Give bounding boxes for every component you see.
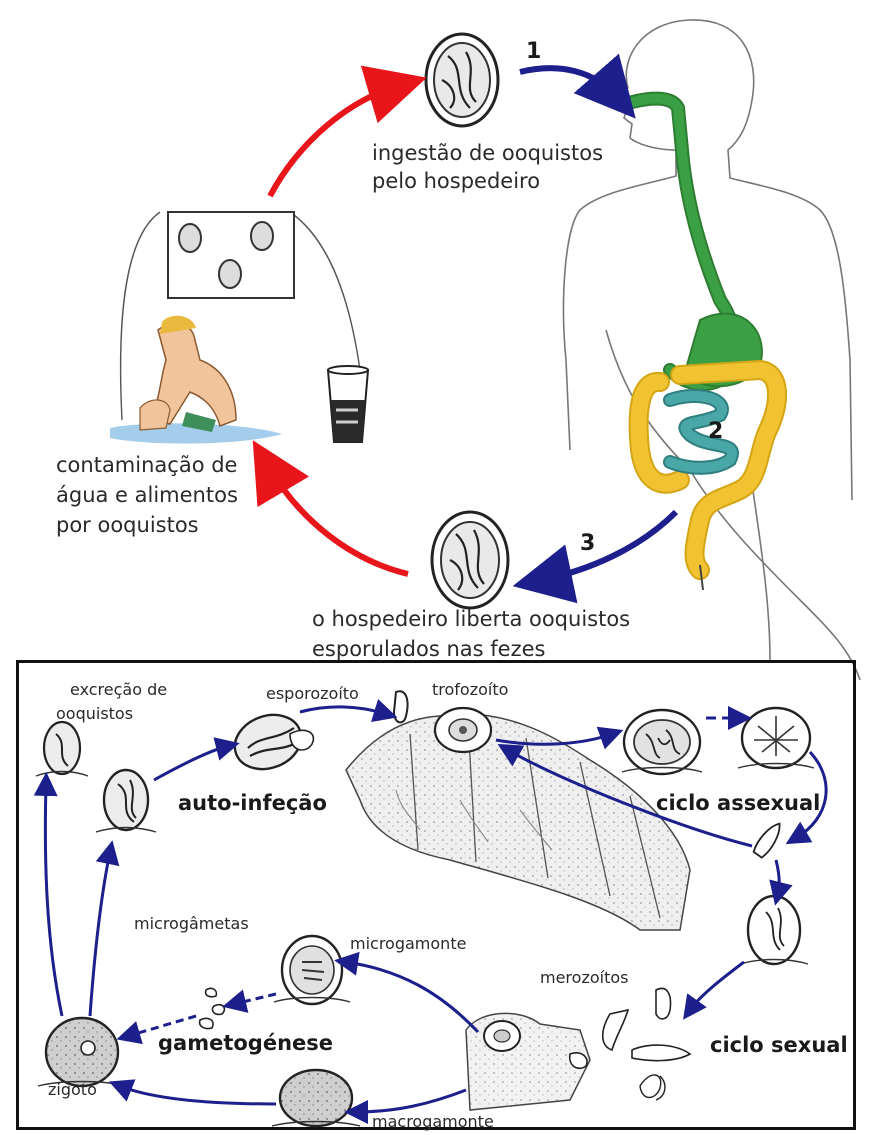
microgamont-label: microgamonte xyxy=(350,934,466,954)
step-number-1: 1 xyxy=(526,38,541,66)
release-label-line-1: o hospedeiro liberta ooquistos xyxy=(312,606,630,632)
ingestion-label-line-1: ingestão de ooquistos xyxy=(372,140,603,166)
oocyst-ingestion xyxy=(426,34,498,126)
merozoites-label: merozoítos xyxy=(540,968,628,988)
macrogamont-label: macrogamonte xyxy=(372,1112,494,1132)
contamination-label-line-1: contaminação de xyxy=(56,452,237,478)
ingestion-label-line-2: pelo hospedeiro xyxy=(372,168,540,194)
sexual-cycle-label: ciclo sexual xyxy=(710,1032,848,1058)
microgametes-label: microgâmetas xyxy=(134,914,249,934)
release-label-line-2: esporulados nas fezes xyxy=(312,636,545,662)
gametogenesis-label: gametogénese xyxy=(158,1030,333,1056)
trophozoite-label: trofozoíto xyxy=(432,680,508,700)
oocyst-release xyxy=(432,512,508,608)
blue-arrow-step-1 xyxy=(520,68,616,96)
excretion-label-line-1: excreção de xyxy=(70,680,167,700)
digestive-tract xyxy=(622,99,777,590)
blue-arrow-step-3 xyxy=(542,512,676,580)
asexual-cycle-label: ciclo assexual xyxy=(656,790,820,816)
contamination-scene xyxy=(110,212,368,444)
red-arrow-to-contamination xyxy=(268,466,408,574)
autoinfection-label: auto-infeção xyxy=(178,790,327,816)
excretion-label-line-2: ooquistos xyxy=(56,704,133,724)
contamination-label-line-3: por ooquistos xyxy=(56,512,199,538)
life-cycle-panel xyxy=(16,660,856,1130)
zygote-label: zigoto xyxy=(48,1080,97,1100)
step-number-2: 2 xyxy=(708,418,723,446)
sporozoite-label: esporozoíto xyxy=(266,684,359,704)
contamination-label-line-2: água e alimentos xyxy=(56,482,238,508)
step-number-3: 3 xyxy=(580,530,595,558)
